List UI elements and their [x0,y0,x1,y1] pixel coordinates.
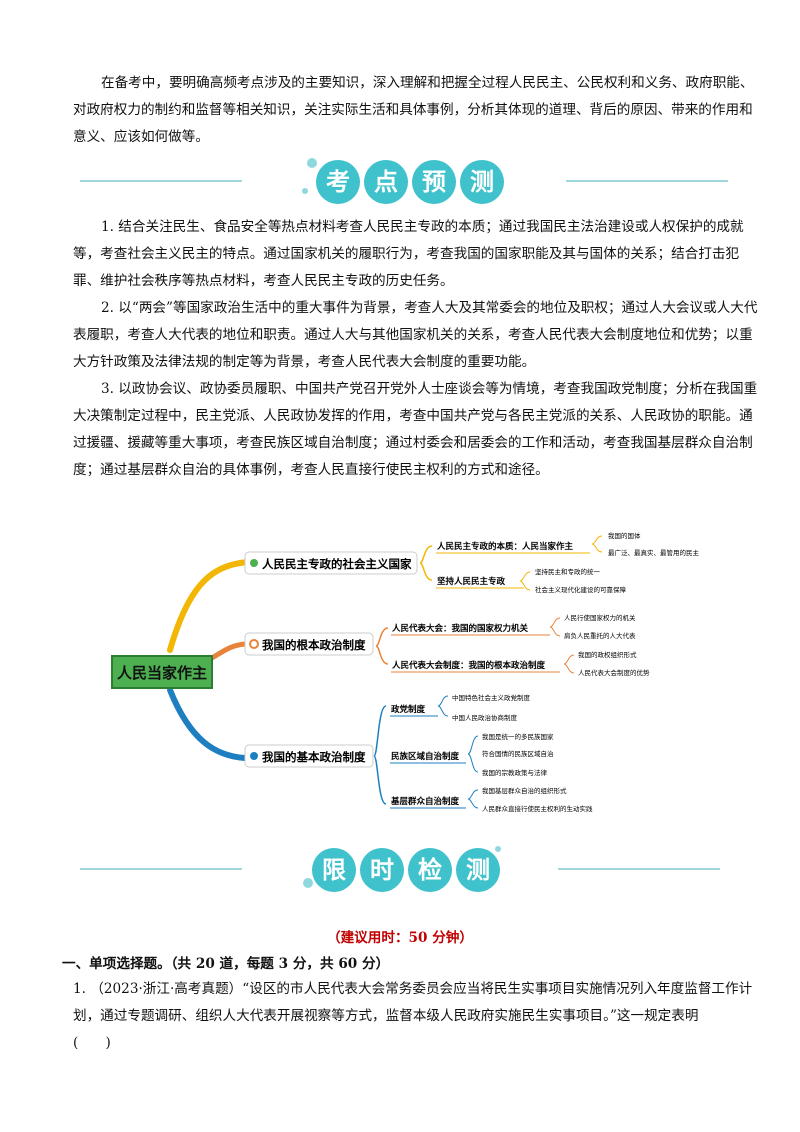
gear-icon [249,639,259,649]
bracket-3a [437,695,449,717]
banner-right-line [558,868,720,870]
banner-char: 考 [316,160,360,204]
b2-leaf: 我国的政权组织形式 [578,650,637,659]
bracket-2b [563,654,575,674]
banner-char: 测 [456,848,500,892]
b1-child-1: 人民民主专政的本质：人民当家作主 [437,541,574,552]
banner-left-line [80,180,242,182]
bracket-3b [467,735,479,773]
b1-leaf: 最广泛、最真实、最管用的民主 [608,548,700,557]
branch-node-2 [244,632,374,656]
section-heading: 一、单项选择题。（共 20 道，每题 3 分，共 60 分） [62,956,390,972]
banner-char: 时 [360,848,404,892]
branch-curve-3 [167,687,248,761]
branch-label-2: 我国的根本政治制度 [262,638,366,652]
banner-char: 预 [412,160,456,204]
b1-child-2: 坚持人民民主专政 [437,576,506,587]
question-1: 1. （2023·浙江·高考真题）“设区的市人民代表大会常务委员会应当将民生实事… [73,976,765,1057]
bracket-1b [519,571,531,591]
prediction-1: 1. 结合关注民生、食品安全等热点材料考查人民民主专政的本质；通过我国民主法治建… [73,219,744,289]
b3-leaf: 中国特色社会主义政党制度 [452,693,531,702]
b2-leaf: 人民代表大会制度的优势 [578,668,650,677]
branch-node-3 [244,744,374,768]
info-icon [250,559,258,567]
answer-blank: ( ) [73,1035,111,1051]
banner-char: 测 [460,160,504,204]
question-1-text: 1. （2023·浙江·高考真题）“设区的市人民代表大会常务委员会应当将民生实事… [73,981,753,1024]
b1-leaf: 社会主义现代化建设的可靠保障 [535,585,627,594]
bracket-2 [375,627,389,665]
b3-leaf: 人民群众直接行使民主权利的生动实践 [482,804,593,813]
bracket-1a [591,535,603,553]
root-label: 人民当家作主 [117,664,207,682]
banner-left-line [80,868,242,870]
bracket-3 [373,705,387,805]
b3-leaf: 我国的宗教政策与法律 [482,768,548,777]
intro-paragraph: 在备考中，要明确高频考点涉及的主要知识，深入理解和把握全过程人民民主、公民权利和… [73,75,754,145]
b3-leaf: 我国是统一的多民族国家 [482,732,554,741]
branch-curve-1 [167,559,251,653]
b1-leaf: 我国的国体 [608,531,641,540]
bracket-2a [549,617,561,637]
bracket-1 [419,545,433,581]
b3-child-2: 民族区域自治制度 [391,751,460,762]
banner-dot [302,188,308,194]
branch-label-3: 我国的基本政治制度 [262,750,366,764]
banner-right-line [566,180,728,182]
b3-child-1: 政党制度 [391,704,426,715]
b3-leaf: 我国基层群众自治的组织形式 [482,786,567,795]
banner-dot [307,158,317,168]
banner-dot [303,878,313,888]
b2-child-2: 人民代表大会制度：我国的根本政治制度 [392,660,546,671]
b2-leaf: 人民行使国家权力的机关 [564,613,636,622]
branch-label-1: 人民民主专政的社会主义国家 [262,557,412,571]
b2-leaf: 肩负人民重托的人大代表 [564,631,636,640]
banner-dot [495,846,501,852]
banner-char: 检 [408,848,452,892]
b3-child-3: 基层群众自治制度 [390,796,460,807]
prediction-3: 3. 以政协会议、政协委员履职、中国共产党召开党外人士座谈会等为情境，考查我国政… [73,381,758,478]
prediction-2: 2. 以“两会”等国家政治生活中的重大事件为背景，考查人大及其常委会的地位及职权… [73,300,758,370]
branch-curve-2 [209,641,248,661]
bracket-3c [467,789,479,809]
b3-leaf: 中国人民政治协商制度 [452,713,518,722]
b1-leaf: 坚持民主和专政的统一 [535,567,601,576]
root-node [111,655,213,689]
b3-leaf: 符合国情的民族区域自治 [482,749,554,758]
banner-char: 限 [312,848,356,892]
banner-char: 点 [364,160,408,204]
mindmap: 人民当家作主 人民民主专政的社会主义国家 人民民主专政的本质：人民当家作主 坚持… [111,531,700,813]
branch-node-1 [244,551,418,575]
recommended-time: （建议用时：50 分钟） [327,930,473,946]
b2-child-1: 人民代表大会：我国的国家权力机关 [392,623,529,634]
star-icon [250,752,258,760]
